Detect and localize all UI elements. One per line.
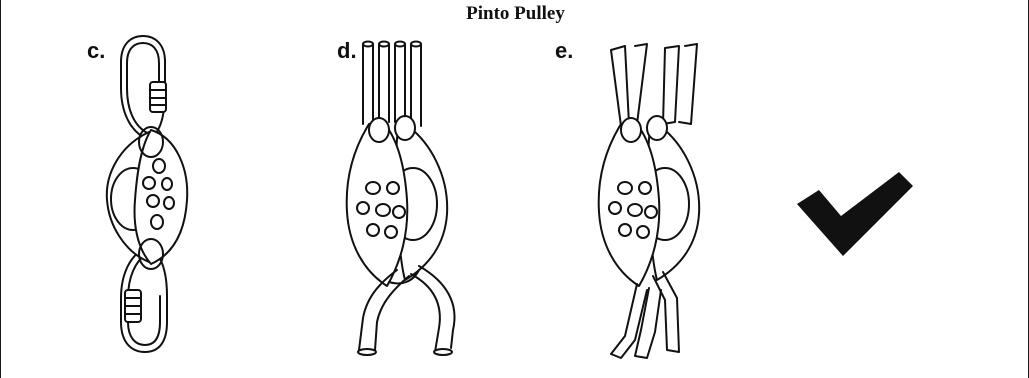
pulley-with-round-ropes-illustration	[347, 42, 455, 356]
pulley-with-carabiners-illustration	[107, 36, 187, 352]
top-carabiner	[121, 36, 166, 140]
pulley-with-webbing-illustration	[599, 44, 699, 358]
checkmark-icon	[797, 172, 913, 256]
upper-ropes	[363, 42, 421, 127]
